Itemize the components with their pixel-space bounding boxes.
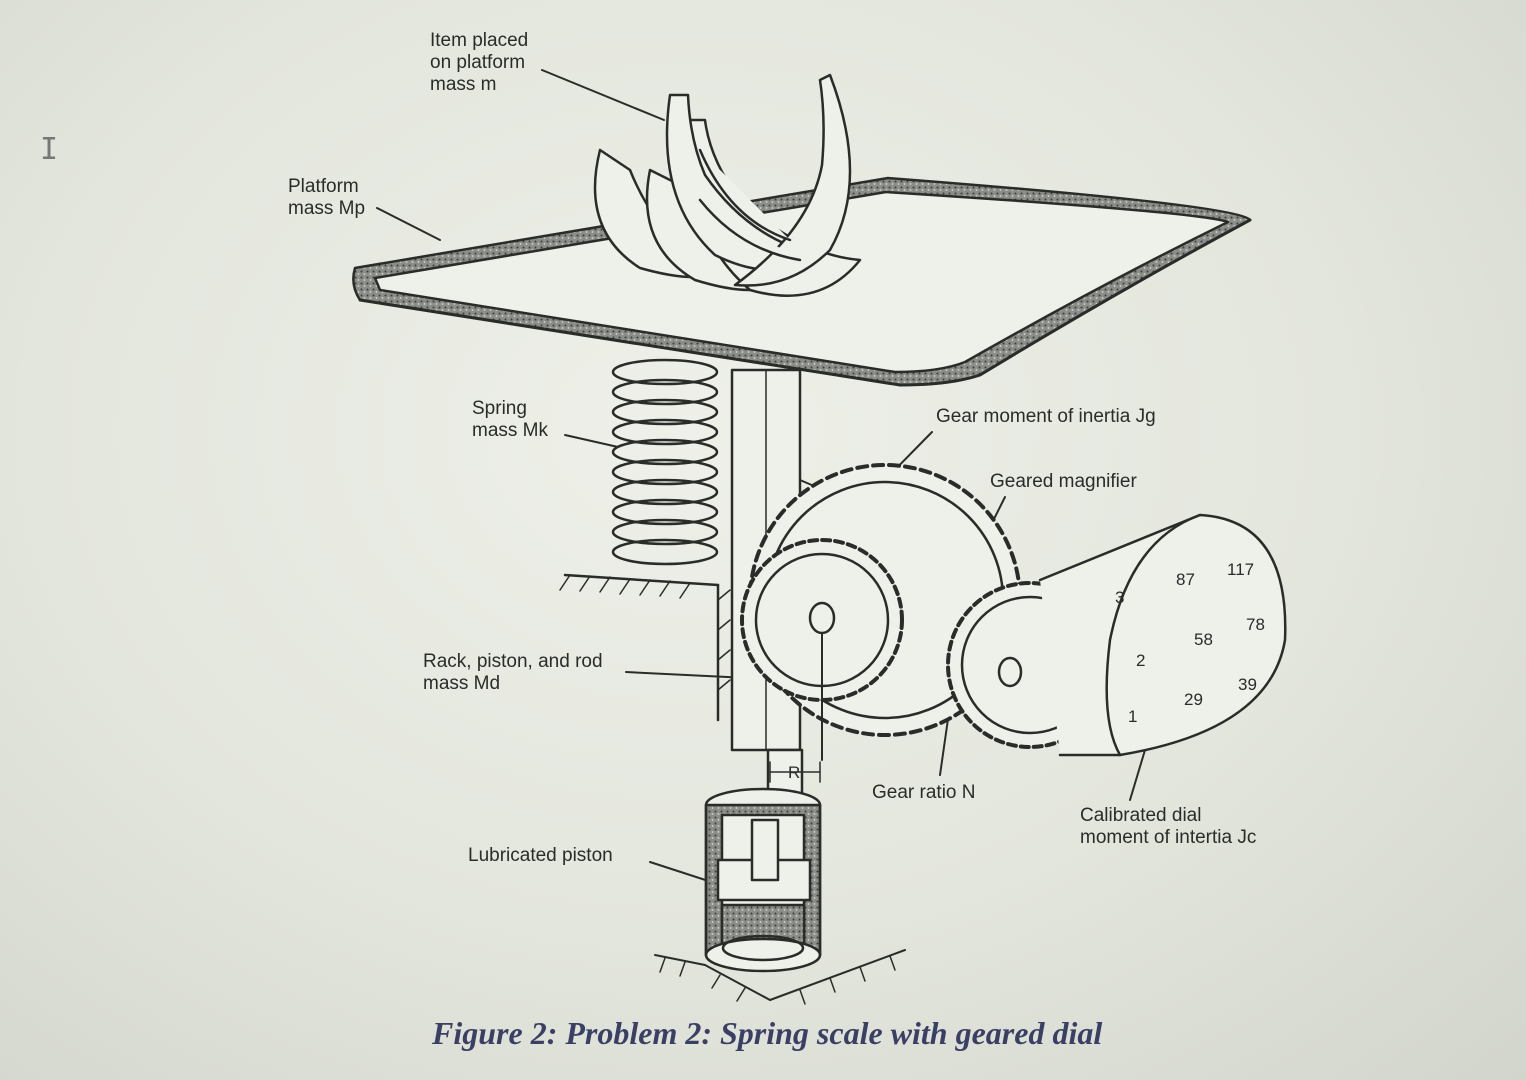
dial-label: Calibrated dial moment of intertia Jc — [1080, 805, 1257, 848]
dial-number: 29 — [1184, 690, 1203, 709]
dial-numbers: 3 87 117 2 58 78 1 29 39 — [1115, 560, 1265, 726]
pinion-gear — [740, 538, 904, 761]
bananas — [593, 73, 862, 297]
dial-number: 78 — [1246, 615, 1265, 634]
rack-label: Rack, piston, and rod mass Md — [423, 651, 603, 694]
dial-number: 1 — [1128, 707, 1137, 726]
calibrated-dial — [1038, 513, 1287, 757]
ground-base — [654, 949, 906, 1005]
text-cursor-icon: I — [40, 132, 59, 167]
platform-label: Platform mass Mp — [288, 176, 366, 219]
dashpot — [704, 787, 822, 973]
dial-number: 2 — [1136, 651, 1145, 670]
radius-label: R — [788, 763, 800, 782]
spring — [611, 358, 719, 566]
gear-inertia-label: Gear moment of inertia Jg — [936, 406, 1156, 427]
dial-number: 58 — [1194, 630, 1213, 649]
lubricated-piston-label: Lubricated piston — [468, 845, 613, 866]
dial-number: 3 — [1115, 588, 1124, 607]
dial-number: 87 — [1176, 570, 1195, 589]
ground-ledge — [559, 573, 731, 722]
spring-label: Spring mass Mk — [472, 398, 548, 441]
gear-ratio-label: Gear ratio N — [872, 782, 976, 803]
dial-number: 39 — [1238, 675, 1257, 694]
item-label: Item placed on platform mass m — [430, 30, 529, 95]
geared-magnifier-label: Geared magnifier — [990, 471, 1137, 492]
dial-number: 117 — [1227, 560, 1254, 579]
figure-caption: Figure 2: Problem 2: Spring scale with g… — [432, 1015, 1103, 1051]
radius-dimension — [769, 761, 821, 783]
